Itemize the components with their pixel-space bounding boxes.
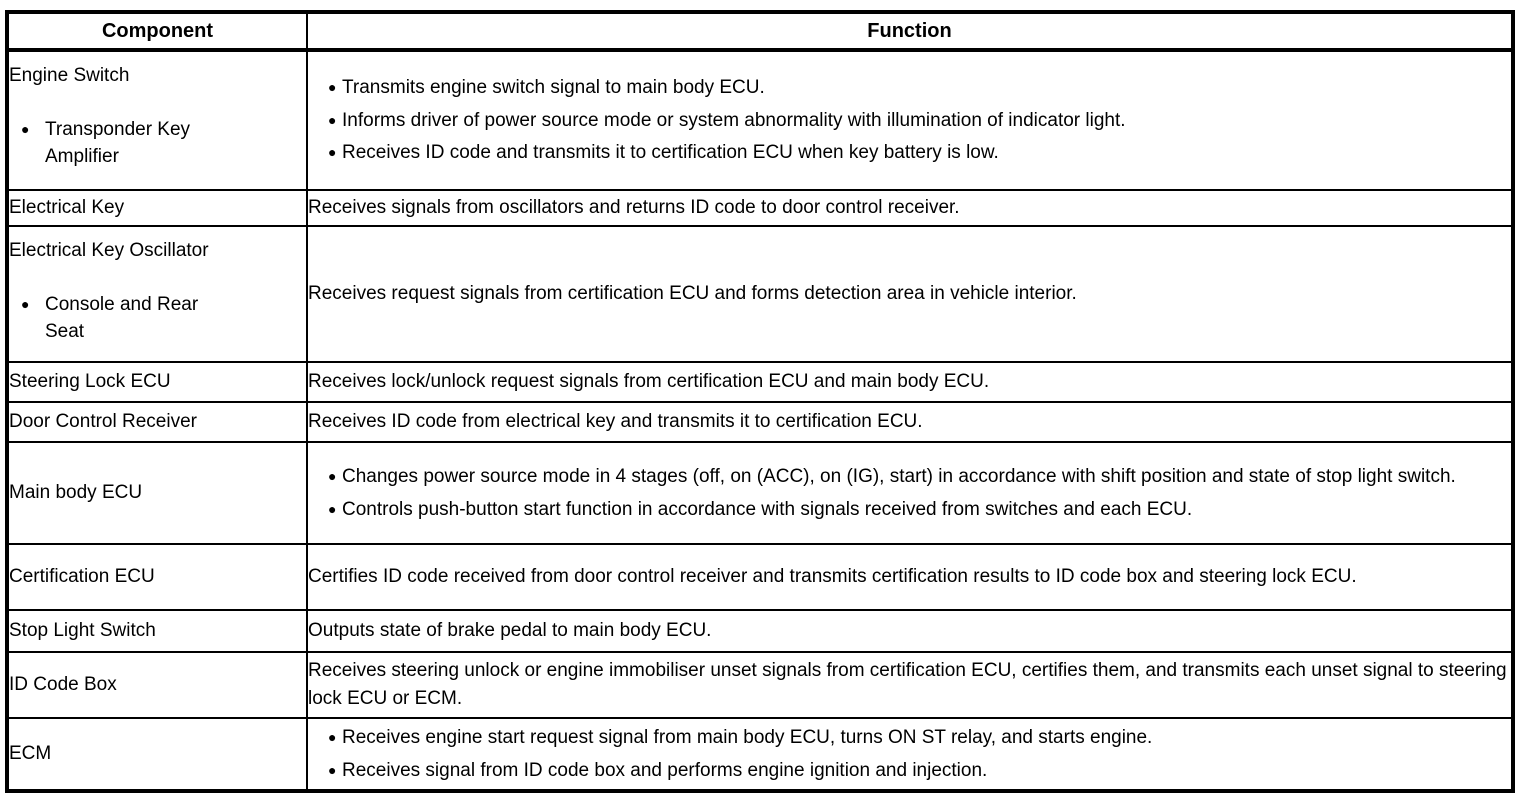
component-cell: Electrical Key — [6, 189, 308, 227]
bullet-icon: ● — [328, 729, 337, 745]
function-bullet-item: ● Receives signal from ID code box and p… — [309, 757, 1511, 785]
function-text: Receives lock/unlock request signals fro… — [308, 371, 990, 393]
function-cell: Receives ID code from electrical key and… — [306, 401, 1514, 443]
component-bullet-item: ● Transponder Key Amplifier — [9, 116, 305, 171]
function-text: Receives steering unlock or engine immob… — [308, 660, 1507, 709]
function-text: Receives signals from oscillators and re… — [308, 197, 960, 219]
function-text: Receives ID code from electrical key and… — [308, 411, 923, 433]
function-bullet-text: Informs driver of power source mode or s… — [342, 109, 1126, 131]
table-row: ECM ● Receives engine start request sign… — [6, 716, 1514, 793]
bullet-icon: ● — [328, 111, 337, 128]
table-row: Stop Light Switch Outputs state of brake… — [6, 609, 1514, 653]
function-bullet-item: ● Informs driver of power source mode or… — [309, 107, 1511, 135]
bullet-icon: ● — [21, 295, 30, 312]
component-title: Main body ECU — [9, 482, 143, 504]
component-cell: Steering Lock ECU — [6, 361, 308, 403]
function-bullet-text: Changes power source mode in 4 stages (o… — [342, 465, 1456, 487]
bullet-icon: ● — [328, 79, 337, 96]
component-cell: Certification ECU — [6, 543, 308, 611]
component-title: Door Control Receiver — [9, 411, 197, 433]
table-header-row: Component Function — [6, 11, 1514, 52]
component-title: ID Code Box — [9, 674, 117, 696]
function-cell: ● Changes power source mode in 4 stages … — [306, 441, 1514, 545]
function-cell: ● Receives engine start request signal f… — [306, 716, 1514, 793]
function-cell: ● Transmits engine switch signal to main… — [306, 49, 1514, 191]
function-bullet-item: ● Controls push-button start function in… — [309, 496, 1511, 524]
bullet-icon: ● — [328, 467, 337, 484]
function-bullet-item: ● Receives engine start request signal f… — [309, 724, 1511, 752]
component-cell: Electrical Key Oscillator ● Console and … — [6, 225, 308, 363]
function-bullet-text: Receives engine start request signal fro… — [342, 727, 1153, 748]
bullet-icon: ● — [328, 761, 337, 778]
function-cell: Receives steering unlock or engine immob… — [306, 651, 1514, 719]
component-bullet-text: Console and Rear Seat — [45, 293, 199, 343]
component-cell: Engine Switch ● Transponder Key Amplifie… — [6, 49, 308, 191]
component-title: Electrical Key Oscillator — [9, 240, 209, 261]
function-cell: Receives request signals from certificat… — [306, 225, 1514, 363]
component-cell: Door Control Receiver — [6, 401, 308, 443]
function-cell: Receives lock/unlock request signals fro… — [306, 361, 1514, 403]
component-column-header: Component — [6, 11, 308, 52]
function-bullet-item: ● Receives ID code and transmits it to c… — [309, 139, 1511, 167]
table-row: Engine Switch ● Transponder Key Amplifie… — [6, 49, 1514, 191]
function-bullet-text: Controls push-button start function in a… — [342, 498, 1193, 520]
function-cell: Certifies ID code received from door con… — [306, 543, 1514, 611]
bullet-icon: ● — [328, 500, 337, 517]
function-text: Outputs state of brake pedal to main bod… — [308, 620, 712, 642]
table-row: Steering Lock ECU Receives lock/unlock r… — [6, 361, 1514, 403]
function-bullet-text: Receives signal from ID code box and per… — [342, 759, 988, 781]
function-bullet-text: Receives ID code and transmits it to cer… — [342, 142, 999, 164]
table-row: Door Control Receiver Receives ID code f… — [6, 401, 1514, 443]
bullet-icon: ● — [21, 120, 30, 137]
function-bullet-item: ● Changes power source mode in 4 stages … — [309, 463, 1511, 491]
table-row: Electrical Key Oscillator ● Console and … — [6, 225, 1514, 363]
component-bullet-text: Transponder Key Amplifier — [45, 118, 191, 168]
table-row: Certification ECU Certifies ID code rece… — [6, 543, 1514, 611]
component-title: Certification ECU — [9, 566, 155, 588]
function-bullet-text: Transmits engine switch signal to main b… — [342, 77, 765, 99]
component-bullet-item: ● Console and Rear Seat — [9, 291, 305, 346]
function-bullet-item: ● Transmits engine switch signal to main… — [309, 74, 1511, 102]
table-row: Main body ECU ● Changes power source mod… — [6, 441, 1514, 545]
component-cell: Main body ECU — [6, 441, 308, 545]
function-cell: Receives signals from oscillators and re… — [306, 189, 1514, 227]
bullet-icon: ● — [328, 144, 337, 161]
function-column-header: Function — [306, 11, 1514, 52]
table-row: ID Code Box Receives steering unlock or … — [6, 651, 1514, 719]
component-title: Electrical Key — [9, 197, 125, 219]
component-cell: ID Code Box — [6, 651, 308, 719]
component-cell: ECM — [6, 716, 308, 793]
table-row: Electrical Key Receives signals from osc… — [6, 189, 1514, 227]
function-text: Certifies ID code received from door con… — [308, 566, 1357, 588]
function-cell: Outputs state of brake pedal to main bod… — [306, 609, 1514, 653]
component-function-table: Component Function Engine Switch ● Trans… — [5, 10, 1515, 794]
component-cell: Stop Light Switch — [6, 609, 308, 653]
component-title: ECM — [9, 743, 52, 765]
function-text: Receives request signals from certificat… — [308, 283, 1077, 305]
component-title: Engine Switch — [9, 65, 130, 86]
component-title: Stop Light Switch — [9, 620, 156, 642]
component-title: Steering Lock ECU — [9, 371, 171, 393]
